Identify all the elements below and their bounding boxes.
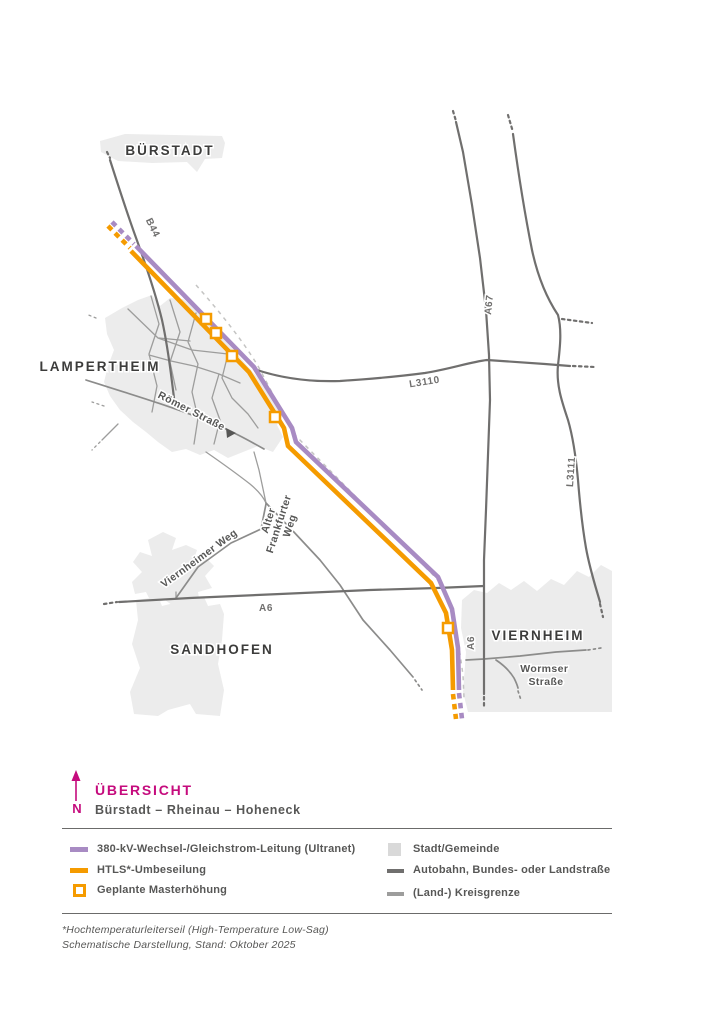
lampertheim-polygon [104,295,283,458]
wormser-branch-road [495,659,519,689]
mast-marker [199,312,213,326]
htls-line-end-dashes [450,693,459,720]
viernheim-label: VIERNHEIM [491,628,584,643]
htls-line-start-dashes [106,224,132,250]
legend-swatch-htls [70,868,88,873]
minor-road [253,451,267,504]
b44-label: B44 [143,216,162,239]
sandhofen-north-polygon [132,532,214,608]
b44-road [108,158,176,400]
minor-road [169,299,181,391]
viernheim-polygon [461,565,612,712]
alter-frankfurter-weg-road [265,502,414,678]
a67-label: A67 [483,294,496,315]
page-title: ÜBERSICHT [95,782,193,798]
minor-road-network [85,295,267,600]
buerstadt-polygon [100,134,225,172]
minor-road [127,308,229,355]
mast-marker [209,326,223,340]
legend-swatch-mast [73,884,86,897]
power-line-corridor [106,220,465,720]
legend-label-mast: Geplante Masterhöhung [97,884,228,896]
ultranet-line [134,244,462,691]
legend-swatch-kreisgrenze [387,892,404,896]
divider-top [62,828,612,829]
sandhofen-label: SANDHOFEN [170,642,274,657]
wormser-branch-end-dashes [517,690,522,701]
l3110-end-dashes [571,364,597,369]
htls-line [129,249,456,691]
mast-markers [199,312,455,635]
minor-road-dashes [85,313,97,319]
major-road-network [102,109,605,710]
buerstadt-label: BÜRSTADT [125,143,214,158]
a6-horizontal-label: A6 [259,603,273,614]
l3111-label: L3111 [565,456,578,487]
legend-swatch-city [388,843,401,856]
page-subtitle: Bürstadt – Rheinau – Hoheneck [95,803,301,817]
wormser-strasse-end-dashes [587,647,602,651]
minor-road [101,423,119,441]
a67-a6-road [454,120,492,696]
minor-road [158,337,191,342]
wormser-strasse-road [465,649,587,661]
viernheimer-weg-road [175,503,267,599]
l3111-road [511,132,602,604]
minor-road [148,295,160,413]
legend-label-city: Stadt/Gemeinde [413,843,500,855]
legend-label-kreisgrenze: (Land-) Kreisgrenze [413,887,521,899]
legend-label-ultranet: 380-kV-Wechsel-/Gleichstrom-Leitung (Ult… [97,843,356,855]
legend-label-road: Autobahn, Bundes- oder Landstraße [413,864,611,876]
roemer-strasse-arrow-icon [226,428,236,438]
a6-west-dashes [102,600,119,606]
l3110-label: L3110 [409,375,441,391]
minor-road-dashes [91,441,101,451]
legend-swatch-ultranet [70,847,88,852]
wormser-strasse-label: Wormser Straße [520,663,571,688]
minor-road [187,312,199,445]
mast-marker [225,349,239,363]
l3111-start-dashes [506,113,515,134]
l3111-branch-dashes [560,317,594,325]
minor-road-dashes [91,401,105,407]
ultranet-line-start-dashes [110,220,136,246]
north-label: N [72,801,82,816]
lampertheim-label: LAMPERTHEIM [40,359,161,374]
footnote-stand: Schematische Darstellung, Stand: Oktober… [62,939,296,951]
a67-start-dashes [451,109,458,123]
minor-road [211,373,221,445]
legend-swatch-road [387,869,404,873]
minor-road [221,353,259,429]
ultranet-line-end-dashes [456,692,465,720]
north-arrow-icon [71,770,81,801]
divider-bottom [62,913,612,914]
minor-road [148,354,241,384]
roemer-strasse-road [85,379,265,450]
b44-start-dashes [105,150,112,160]
footnote-htls: *Hochtemperaturleiterseil (High-Temperat… [62,924,329,936]
l3111-end-dashes [598,602,605,619]
mast-marker [441,621,455,635]
mast-marker [268,410,282,424]
l3110-road [252,358,572,383]
alter-frankfurter-weg-label: Alter Frankfurter Weg [254,487,306,558]
alter-frankfurter-weg-end-dashes [414,679,423,691]
a6-vertical-label: A6 [466,636,477,650]
sandhofen-polygon [130,596,224,716]
street-network [85,379,602,701]
minor-road [205,451,267,504]
legend-label-htls: HTLS*-Umbeseilung [97,864,207,876]
